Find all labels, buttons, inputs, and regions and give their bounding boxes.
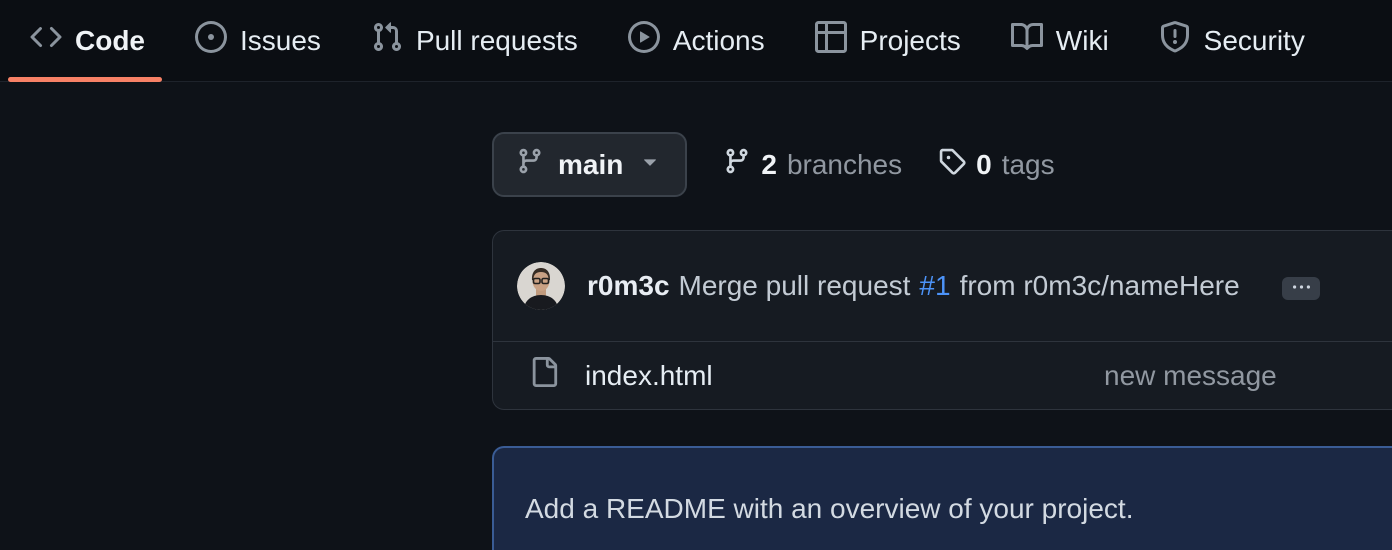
tags-label: tags [1001,148,1055,180]
tab-security[interactable]: Security [1159,0,1305,81]
git-branch-icon [723,147,751,182]
tab-actions-label: Actions [672,24,765,56]
commit-ellipsis-button[interactable] [1282,277,1320,300]
file-name-link[interactable]: index.html [585,359,713,391]
commit-message: r0m3c Merge pull request #1 from r0m3c/n… [587,270,1240,302]
tab-security-label: Security [1203,24,1305,56]
tab-projects-label: Projects [859,24,961,56]
branch-selector-button[interactable]: main [492,132,688,197]
tab-wiki-label: Wiki [1055,24,1109,56]
chevron-down-icon [637,148,663,181]
tab-pull-requests[interactable]: Pull requests [371,0,578,81]
kebab-horizontal-icon [1292,279,1310,299]
branches-label: branches [786,148,903,180]
repo-main-content: main 2 branches 0 tags [492,82,1392,550]
git-branch-icon [516,147,544,182]
tags-link[interactable]: 0 tags [938,147,1055,182]
file-commit-message-link[interactable]: new message [1104,359,1277,391]
tab-issues[interactable]: Issues [195,0,321,81]
tab-pull-requests-label: Pull requests [415,24,578,56]
table-icon [814,21,847,60]
readme-banner-text: Add a README with an overview of your pr… [525,493,1134,524]
git-pull-request-icon [371,21,403,60]
tab-projects[interactable]: Projects [814,0,961,81]
tab-wiki[interactable]: Wiki [1010,0,1109,81]
issue-opened-icon [195,21,227,60]
current-branch-label: main [558,148,624,180]
repo-nav: Code Issues Pull requests Actions Projec… [0,0,1392,82]
branches-count: 2 [761,148,777,180]
commit-author[interactable]: r0m3c [587,270,670,301]
branches-link[interactable]: 2 branches [723,147,902,182]
tab-code[interactable]: Code [8,0,162,82]
file-browser-box: r0m3c Merge pull request #1 from r0m3c/n… [492,230,1392,410]
file-icon [529,357,559,394]
latest-commit-bar: r0m3c Merge pull request #1 from r0m3c/n… [493,231,1392,341]
tab-issues-label: Issues [240,24,321,56]
shield-icon [1159,21,1191,60]
avatar[interactable] [517,262,565,310]
file-row[interactable]: index.html new message [493,341,1392,409]
commit-message-text[interactable]: Merge pull request [678,270,911,301]
book-icon [1010,21,1043,60]
tag-icon [938,147,966,182]
tab-code-label: Code [75,24,145,56]
tab-actions[interactable]: Actions [627,0,765,81]
play-icon [627,21,660,60]
branch-bar: main 2 branches 0 tags [492,132,1055,197]
code-icon [30,21,62,60]
commit-message-tail[interactable]: from r0m3c/nameHere [959,270,1240,301]
readme-banner: Add a README with an overview of your pr… [492,446,1392,550]
pr-number-link[interactable]: #1 [919,270,951,301]
tags-count: 0 [976,148,992,180]
